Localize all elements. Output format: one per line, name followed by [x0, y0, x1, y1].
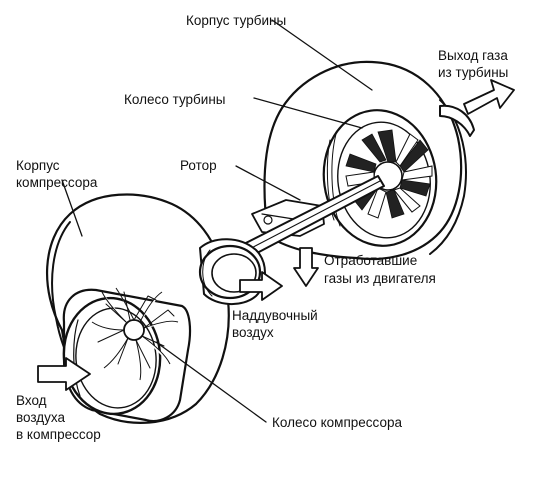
label-boost-air-line1: Наддувочный	[232, 308, 318, 323]
compressor-outlet	[198, 238, 266, 305]
compressor-housing	[46, 193, 230, 424]
label-gas-out-line1: Выход газа	[438, 48, 508, 63]
labels: Корпус турбины Выход газа из турбины Кол…	[16, 13, 508, 442]
arrow-boost-air	[239, 271, 283, 301]
label-compressor-housing-line1: Корпус	[16, 158, 60, 173]
leader-lines	[61, 19, 373, 423]
label-rotor: Ротор	[180, 158, 217, 173]
label-air-in-line1: Вход	[16, 393, 47, 408]
label-exhaust-in-line1: Отработавшие	[324, 253, 417, 268]
label-compressor-housing-line2: компрессора	[16, 175, 98, 190]
label-exhaust-in-line2: газы из двигателя	[324, 271, 436, 286]
label-turbine-wheel: Колесо турбины	[124, 92, 226, 107]
arrow-exhaust-in	[293, 247, 319, 287]
arrow-air-in	[37, 357, 91, 391]
arrow-gas-out	[463, 79, 515, 115]
label-air-in-line2: воздуха	[16, 410, 65, 425]
label-air-in-line3: в компрессор	[16, 427, 101, 442]
label-gas-out-line2: из турбины	[438, 65, 508, 80]
label-turbine-housing: Корпус турбины	[186, 13, 286, 28]
label-boost-air-line2: воздух	[232, 325, 274, 340]
compressor-wheel	[91, 287, 179, 381]
turbine-outlet	[439, 104, 475, 137]
label-compressor-wheel: Колесо компрессора	[272, 415, 402, 430]
